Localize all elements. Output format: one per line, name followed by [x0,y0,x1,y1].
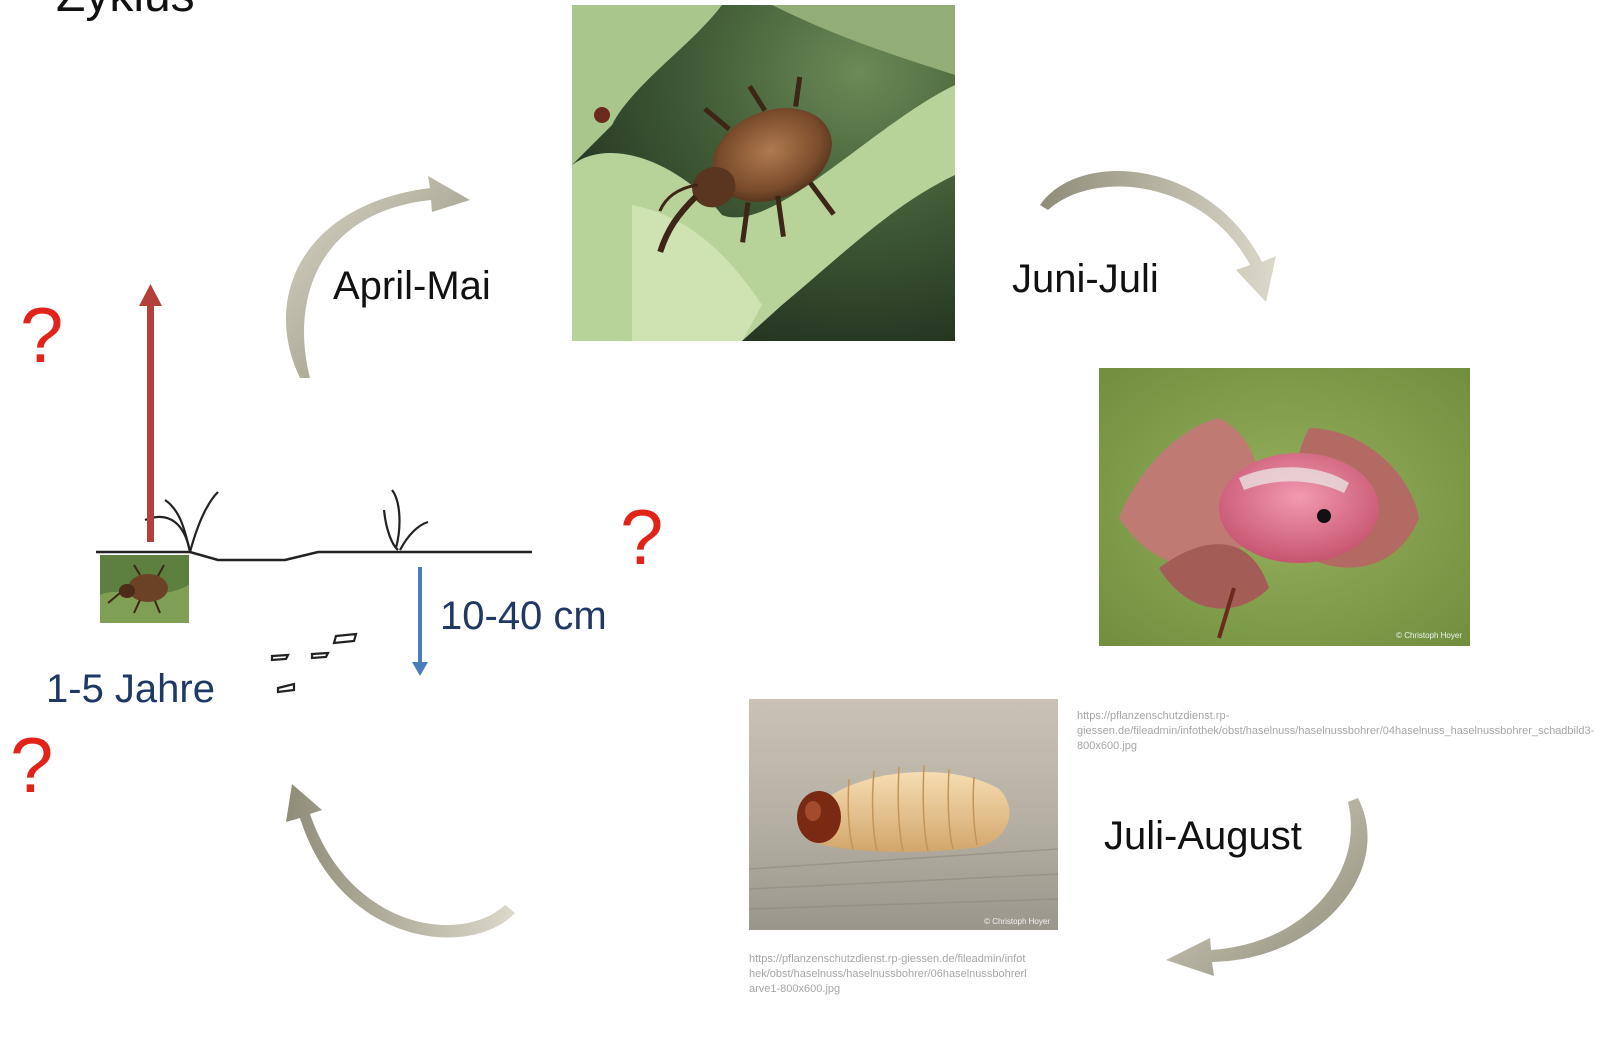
question-mark-bottom-left: ? [10,720,53,811]
depth-label: 10-40 cm [440,594,607,639]
duration-label: 1-5 Jahre [46,667,215,712]
nut-photo-credit: © Christoph Hoyer [1396,631,1462,640]
plant-sprouts [145,490,428,552]
nut-image-url[interactable]: https://pflanzenschutzdienst.rp-giessen.… [1077,709,1567,754]
depth-arrow [412,567,428,676]
weevil-thumbnail [100,555,189,623]
hazelnut-photo: © Christoph Hoyer [1099,368,1470,646]
arrow-bottom-left [286,784,515,937]
larva-photo: © Christoph Hoyer [749,699,1058,930]
stage-label-juli-august: Juli-August [1104,814,1302,859]
larva-photo-credit: © Christoph Hoyer [984,917,1050,926]
larva-image-url[interactable]: https://pflanzenschutzdienst.rp-giessen.… [749,952,1029,997]
stage-label-juni-juli: Juni-Juli [1012,257,1159,302]
stage-label-april-mai: April-Mai [333,264,491,309]
question-mark-top-left: ? [20,290,63,381]
soil-larvae [272,634,356,692]
question-mark-right: ? [620,492,663,583]
emergence-arrow [139,284,162,542]
weevil-photo [572,5,955,341]
